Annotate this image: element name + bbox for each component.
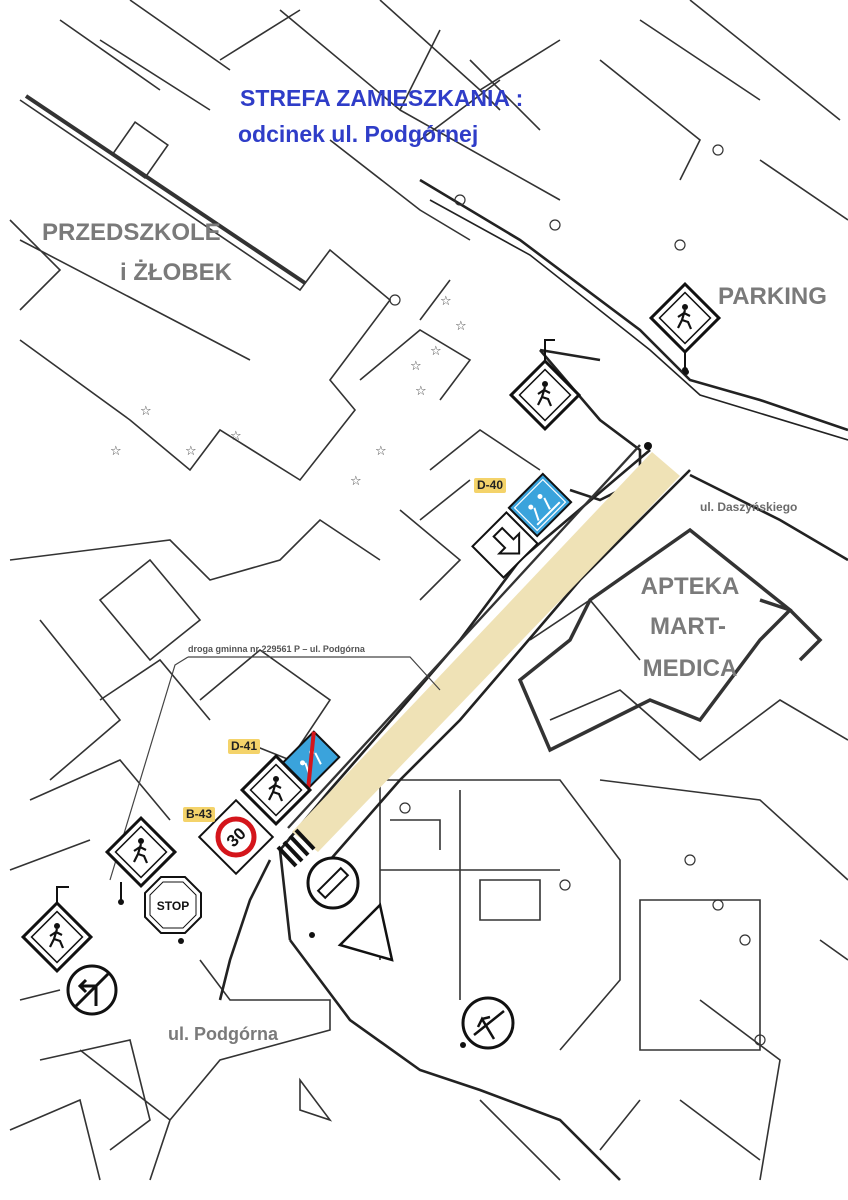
tree-symbols: ☆☆☆ ☆☆☆ ☆☆☆ ☆☆ (110, 294, 467, 489)
label-street-podgorna: ul. Podgórna (168, 1024, 278, 1044)
crosswalk (276, 828, 316, 868)
sign-far-left-pedestrian (23, 886, 91, 971)
svg-text:☆: ☆ (440, 294, 452, 309)
sign-b43-speed-limit (197, 798, 275, 876)
sign-left-pedestrian (107, 818, 175, 905)
zone-edge-line (287, 444, 641, 829)
code-d41: D-41 (228, 739, 261, 754)
arrow-sign-icon (471, 511, 539, 579)
road-note-leader (109, 656, 441, 881)
stop-sign-text: STOP (157, 899, 189, 913)
base-map-lines (9, 0, 848, 1181)
svg-text:☆: ☆ (230, 429, 242, 444)
code-b43: B-43 (183, 807, 216, 822)
map-title-line2: odcinek ul. Podgórnej (238, 121, 479, 147)
svg-text:☆: ☆ (455, 319, 467, 334)
svg-text:☆: ☆ (185, 444, 197, 459)
label-parking: PARKING (718, 283, 827, 310)
sign-no-entry (306, 856, 360, 910)
svg-text:☆: ☆ (140, 404, 152, 419)
map-title-line1: STREFA ZAMIESZKANIA : (240, 85, 524, 111)
svg-text:☆: ☆ (410, 359, 422, 374)
svg-text:☆: ☆ (350, 474, 362, 489)
label-kindergarten-line2: i ŻŁOBEK (120, 259, 232, 286)
label-pharmacy-line2: MART- (650, 613, 726, 640)
sign-stop: STOP (144, 876, 202, 944)
svg-text:☆: ☆ (375, 444, 387, 459)
svg-text:☆: ☆ (110, 444, 122, 459)
label-road-note: droga gminna nr 229561 P – ul. Podgórna (188, 644, 365, 654)
street-edges (218, 178, 848, 1181)
label-pharmacy-line1: APTEKA (640, 573, 740, 600)
label-kindergarten-line1: PRZEDSZKOLE (42, 219, 221, 246)
sign-no-left-turn (66, 964, 118, 1016)
sign-d40-living-zone (507, 472, 573, 538)
label-street-daszynskiego: ul. Daszyńskiego (700, 500, 798, 514)
pharmacy-building (517, 527, 823, 753)
living-zone-highlight (292, 452, 680, 852)
label-pharmacy-line3: MEDICA (642, 655, 738, 682)
svg-text:☆: ☆ (415, 384, 427, 399)
sign-zone-diamond (511, 339, 579, 429)
sign-yield (309, 902, 394, 962)
code-d40: D-40 (474, 478, 507, 493)
svg-text:☆: ☆ (430, 344, 442, 359)
sign-keep-left (460, 996, 515, 1050)
